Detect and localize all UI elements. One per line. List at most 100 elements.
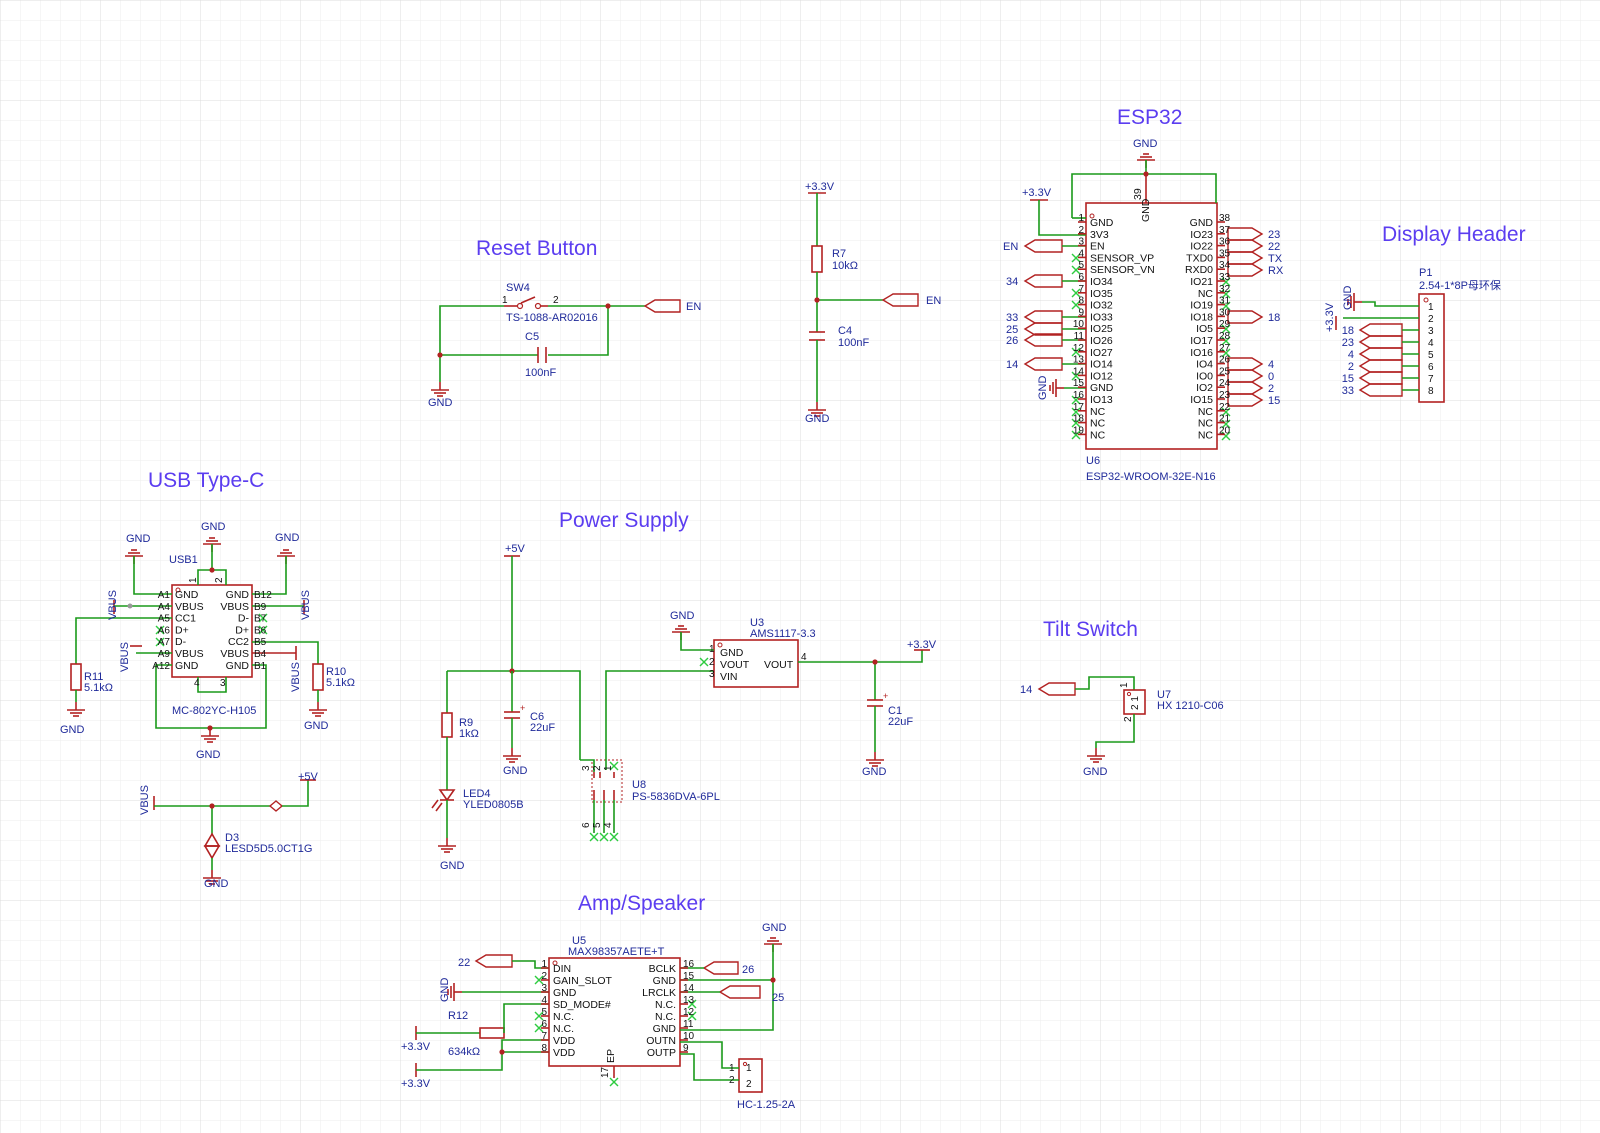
usb-type-c-circuit bbox=[66, 537, 328, 885]
esp32-flag-34: 34 bbox=[1006, 276, 1018, 288]
amp-flag-25: 25 bbox=[772, 992, 784, 1004]
c1-value: 22uF bbox=[888, 716, 913, 728]
title-display-header: Display Header bbox=[1382, 223, 1526, 246]
title-reset-button: Reset Button bbox=[476, 237, 597, 260]
esp32-left-pin-name: IO33 bbox=[1090, 311, 1113, 323]
usb-right-pin-num: B12 bbox=[254, 590, 272, 601]
amp-left-pin-num: 1 bbox=[541, 959, 547, 970]
usb-right-pin-num: B4 bbox=[254, 649, 267, 660]
p1-flag-label: 15 bbox=[1342, 373, 1354, 385]
esp32-right-pin-num: 35 bbox=[1219, 248, 1231, 259]
u3-pin-gnd-name: GND bbox=[720, 647, 744, 659]
svg-text:+: + bbox=[883, 691, 888, 701]
esp32-right-pin-name: IO21 bbox=[1190, 276, 1213, 288]
esp32-right-pin-num: 36 bbox=[1219, 237, 1231, 248]
hc-value: HC-1.25-2A bbox=[737, 1099, 796, 1111]
esp32-left-pin-num: 4 bbox=[1078, 248, 1084, 259]
u8-pin-num: 6 bbox=[581, 822, 592, 828]
u5-ep-pin-num: 17 bbox=[600, 1066, 611, 1078]
usb-right-pin-name: CC2 bbox=[228, 636, 249, 648]
u3-value: AMS1117-3.3 bbox=[750, 628, 816, 640]
esp32-left-pin-name: IO14 bbox=[1090, 359, 1113, 371]
en-rc-en-flag-label: EN bbox=[926, 295, 941, 307]
usb-left-pin-name: GND bbox=[175, 589, 199, 601]
esp32-right-pin-num: 22 bbox=[1219, 402, 1231, 413]
u5-ref: U5 bbox=[572, 935, 586, 947]
p1-pin-num: 4 bbox=[1428, 338, 1434, 349]
u7-value: HX 1210-C06 bbox=[1157, 700, 1224, 712]
esp32-right-pin-num: 38 bbox=[1219, 213, 1231, 224]
amp-right-pin-name: LRCLK bbox=[642, 987, 676, 999]
power-supply-circuit: + + bbox=[431, 555, 930, 853]
esp32-right-pin-name: NC bbox=[1198, 429, 1214, 441]
amp-right-pin-num: 15 bbox=[683, 971, 695, 982]
esp32-left-pin-name: GND bbox=[1090, 382, 1114, 394]
amp-left-pin-name: VDD bbox=[553, 1047, 576, 1059]
usb-left-pin-name: GND bbox=[175, 660, 199, 672]
r10-gnd-label: GND bbox=[304, 720, 329, 732]
usb-right-pin-num: B7 bbox=[254, 614, 267, 625]
usb-vbus-left-label: VBUS bbox=[107, 590, 119, 620]
esp32-left-pin-num: 13 bbox=[1073, 355, 1085, 366]
en-rc-circuit bbox=[807, 192, 919, 417]
amp-right-pin-num: 10 bbox=[683, 1031, 695, 1042]
esp32-flag-26: 26 bbox=[1006, 335, 1018, 347]
esp32-right-pin-name: GND bbox=[1190, 217, 1214, 229]
p1-pin-num: 6 bbox=[1428, 362, 1434, 373]
u3-pin1-num: 1 bbox=[709, 644, 715, 655]
usb-left-pin-num: A9 bbox=[158, 649, 171, 660]
p1-ref: P1 bbox=[1419, 267, 1432, 279]
esp32-left-pin-num: 12 bbox=[1073, 343, 1085, 354]
esp32-right-pin-name: TXD0 bbox=[1186, 252, 1213, 264]
d3-5v-label: +5V bbox=[298, 771, 319, 783]
esp32-left-pin-num: 17 bbox=[1073, 402, 1085, 413]
usb1-ref: USB1 bbox=[169, 554, 198, 566]
led4-gnd-label: GND bbox=[440, 860, 465, 872]
usb-left-pin-num: A5 bbox=[158, 614, 171, 625]
esp32-right-pin-num: 25 bbox=[1219, 366, 1231, 377]
c4-value: 100nF bbox=[838, 337, 869, 349]
usb-right-pin-name: GND bbox=[226, 589, 250, 601]
p1-flag-label: 18 bbox=[1342, 325, 1354, 337]
amp-left-pin-num: 2 bbox=[541, 971, 547, 982]
esp32-left-pin-num: 6 bbox=[1078, 272, 1084, 283]
esp32-flag-en: EN bbox=[1003, 241, 1018, 253]
amp-left-pin-name: SD_MODE# bbox=[553, 999, 611, 1011]
usb-bottom-pin-4: 4 bbox=[194, 678, 200, 689]
p1-pin-num: 7 bbox=[1428, 374, 1434, 385]
amp-flag-22: 22 bbox=[458, 957, 470, 969]
esp32-right-pin-name: IO0 bbox=[1196, 370, 1213, 382]
amp-gnd-top-label: GND bbox=[762, 922, 787, 934]
u3-gnd-label: GND bbox=[670, 610, 695, 622]
esp32-left-pin-name: 3V3 bbox=[1090, 229, 1109, 241]
amp-left-pin-name: GAIN_SLOT bbox=[553, 975, 613, 987]
u8-pin-num: 2 bbox=[592, 765, 603, 771]
esp32-left-pin-name: IO35 bbox=[1090, 288, 1113, 300]
esp32-left-pin-name: IO27 bbox=[1090, 347, 1113, 359]
hc-inner-pin1: 1 bbox=[746, 1063, 752, 1074]
p1-value: 2.54-1*8P母环保 bbox=[1419, 278, 1501, 292]
esp32-left-pin-name: IO32 bbox=[1090, 300, 1113, 312]
sw4-value: TS-1088-AR02016 bbox=[506, 312, 598, 324]
amp-left-pin-name: DIN bbox=[553, 963, 571, 975]
esp32-right-pin-num: 27 bbox=[1219, 343, 1231, 354]
amp-right-pin-num: 14 bbox=[683, 983, 695, 994]
usb-left-pin-num: A6 bbox=[158, 625, 171, 636]
esp32-right-pin-num: 30 bbox=[1219, 307, 1231, 318]
amp-right-pin-num: 9 bbox=[683, 1043, 689, 1054]
u5-value: MAX98357AETE+T bbox=[568, 946, 665, 958]
reset-en-flag-label: EN bbox=[686, 301, 701, 313]
c5-value: 100nF bbox=[525, 367, 556, 379]
r12-ref: R12 bbox=[448, 1010, 468, 1022]
en-rc-gnd-label: GND bbox=[805, 413, 830, 425]
amp-3v3-label-1: +3.3V bbox=[401, 1041, 431, 1053]
esp32-left-pin-num: 15 bbox=[1073, 378, 1085, 389]
esp32-left-pin-num: 10 bbox=[1073, 319, 1085, 330]
r7-ref: R7 bbox=[832, 248, 846, 260]
usb-right-pin-name: D- bbox=[238, 613, 250, 625]
reset-button-circuit bbox=[430, 296, 681, 397]
